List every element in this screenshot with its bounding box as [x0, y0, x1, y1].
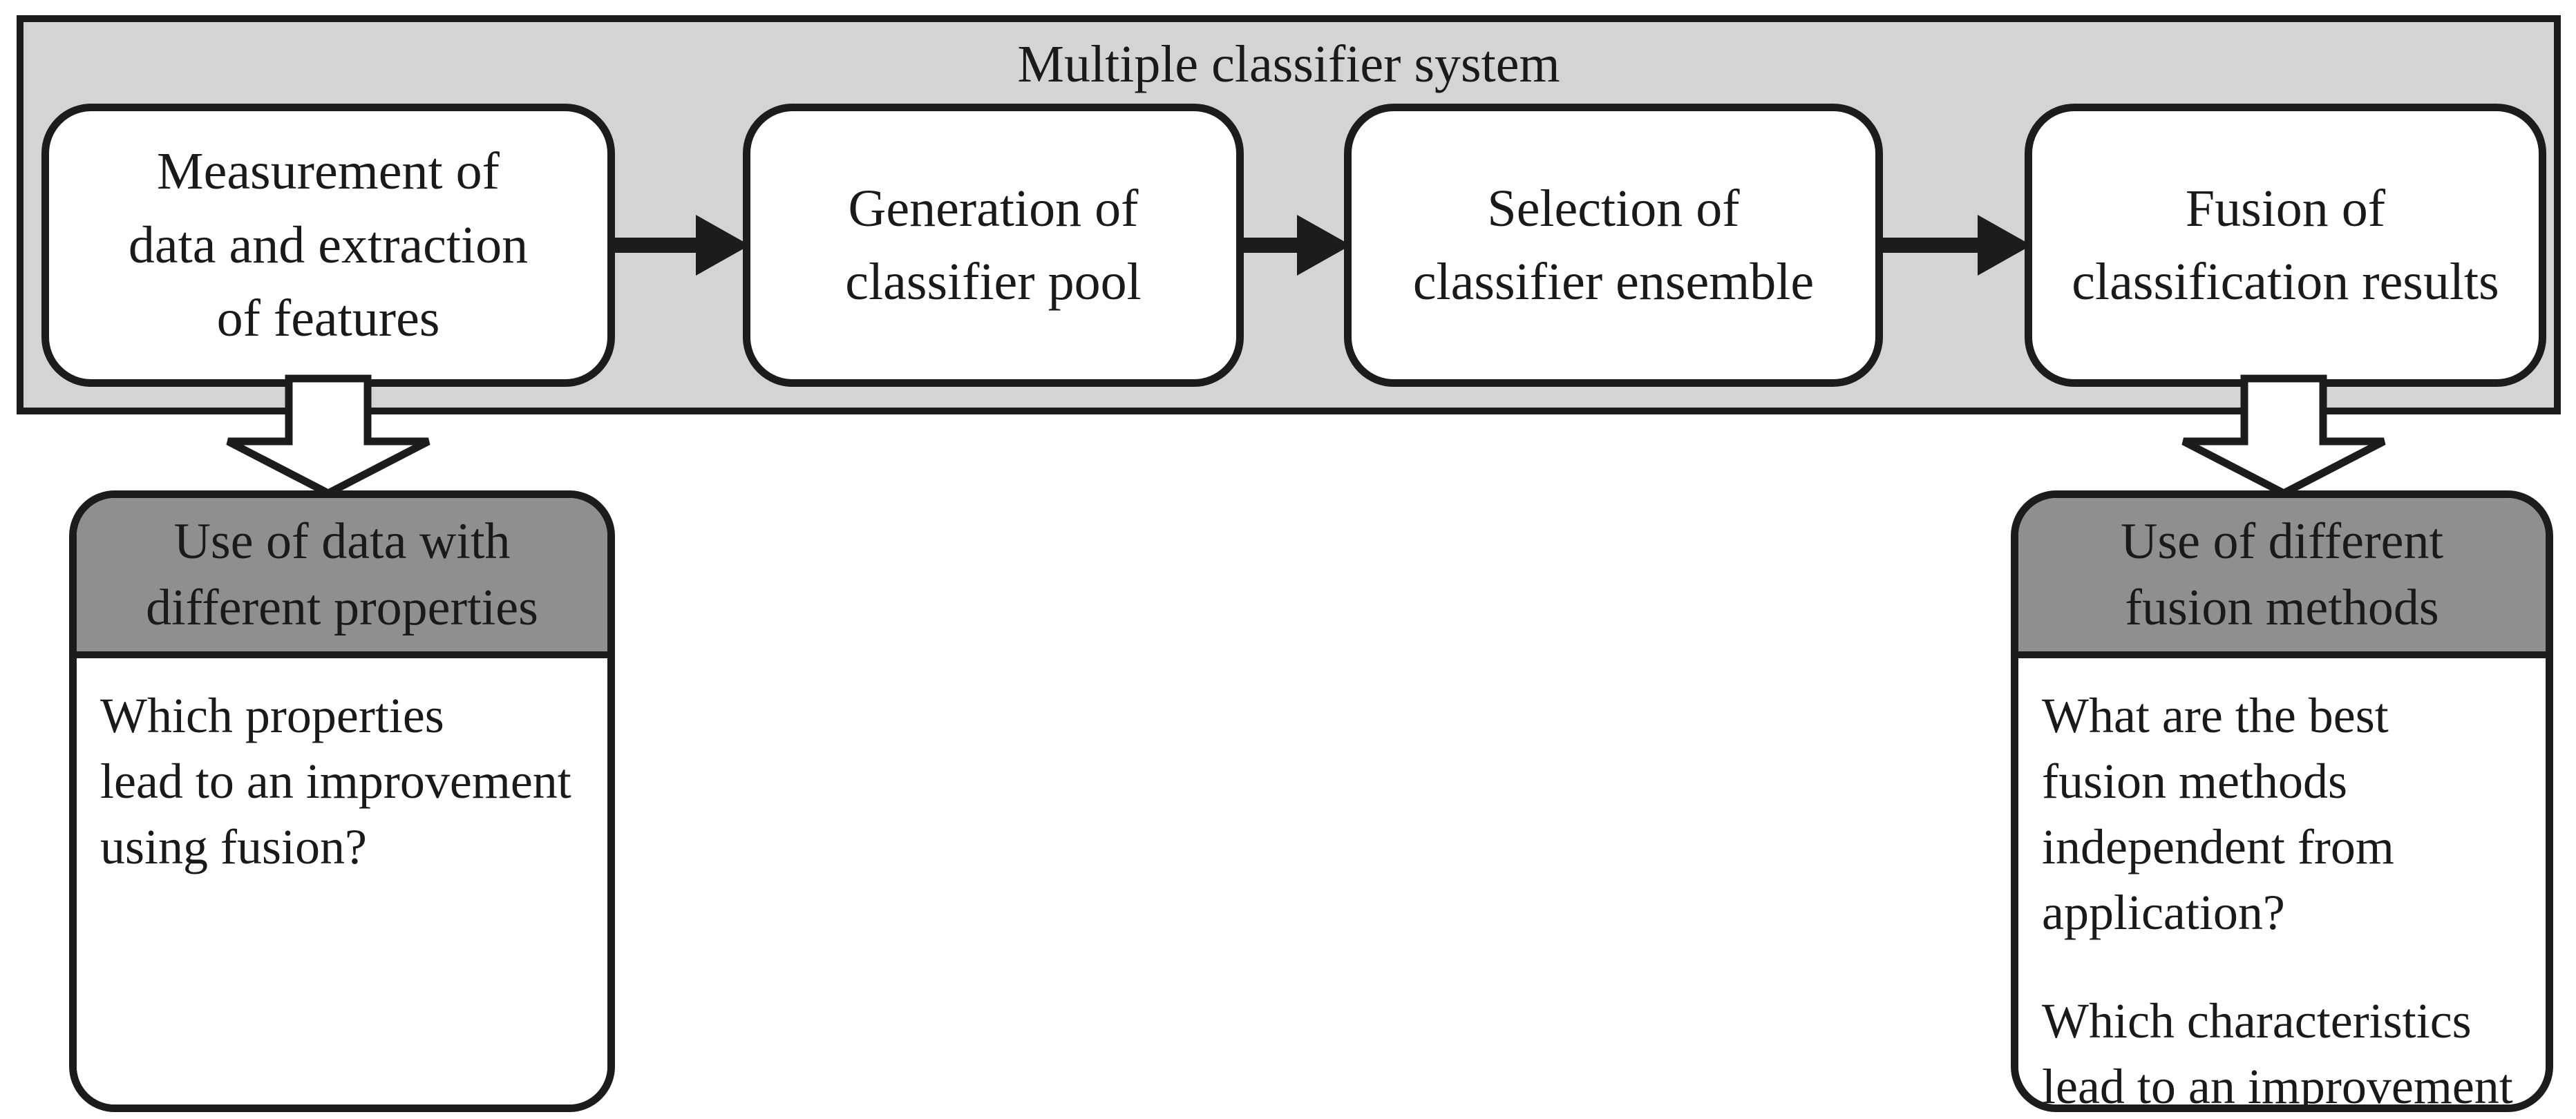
callout-data-properties-header: Use of data with different properties	[77, 498, 607, 658]
step-selection-label: Selection of classifier ensemble	[1412, 179, 1815, 311]
system-title: Multiple classifier system	[1017, 35, 1560, 93]
callout-question: What are the best fusion methods indepen…	[2042, 688, 2394, 941]
step-selection-box: Selection of classifier ensemble	[1344, 104, 1883, 387]
callout-data-properties-box: Use of data with different properties Wh…	[69, 490, 615, 1112]
callout-question: Which characteristics lead to an improve…	[2042, 993, 2513, 1112]
step-fusion-label: Fusion of classification results	[2072, 179, 2499, 311]
flow-arrow-icon	[1876, 215, 2032, 276]
callout-fusion-methods-box: Use of different fusion methods What are…	[2011, 490, 2553, 1112]
step-generation-label: Generation of classifier pool	[845, 179, 1142, 311]
callout-fusion-methods-header-label: Use of different fusion methods	[2120, 513, 2444, 636]
callout-data-properties-body: Which properties lead to an improvement …	[77, 658, 607, 1104]
callout-fusion-methods-body: What are the best fusion methods indepen…	[2018, 658, 2546, 1112]
down-arrow-icon	[2181, 374, 2386, 498]
callout-data-properties-header-label: Use of data with different properties	[146, 513, 538, 636]
step-fusion-box: Fusion of classification results	[2025, 104, 2546, 387]
flow-arrow-icon	[608, 215, 750, 276]
callout-fusion-methods-header: Use of different fusion methods	[2018, 498, 2546, 658]
step-measurement-box: Measurement of data and extraction of fe…	[41, 104, 615, 387]
callout-question: Which properties lead to an improvement …	[100, 688, 571, 875]
step-generation-box: Generation of classifier pool	[743, 104, 1244, 387]
step-measurement-label: Measurement of data and extraction of fe…	[128, 142, 529, 348]
flow-arrow-icon	[1237, 215, 1351, 276]
down-arrow-icon	[226, 374, 430, 498]
